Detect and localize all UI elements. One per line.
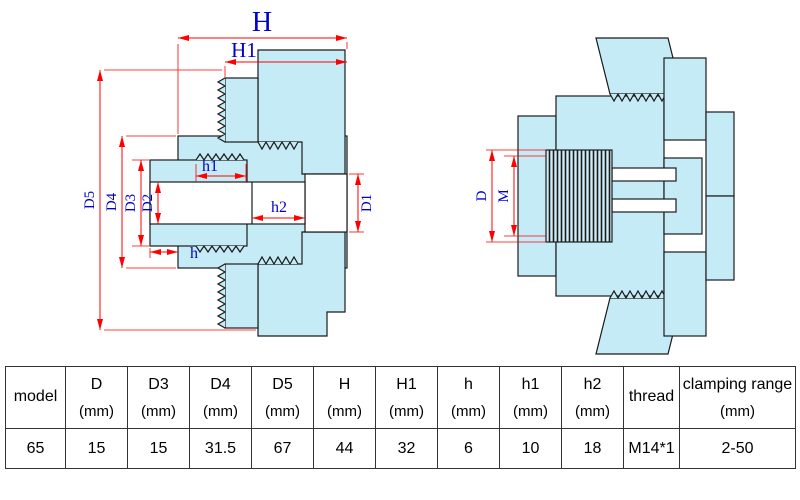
col-label-clamping-range: clamping range [682,376,793,394]
dim-label-D3: D3 [123,194,139,212]
bottom-master-jaw [224,263,259,329]
sleeve-thread-bottom [195,244,245,254]
spec-value-model: 65 [5,428,66,469]
top-right-step [663,57,707,141]
spec-value-H: 44 [313,428,376,469]
col-header-model: model [5,366,66,429]
col-header-H: H (mm) [313,366,376,429]
col-label-thread: thread [628,388,675,406]
right-view-section: D M [474,37,735,355]
spec-value-h1: 10 [499,428,562,469]
right-outer-bottom [705,195,735,281]
col-unit-clamping-range: (mm) [720,402,755,420]
dim-label-M: M [496,189,512,202]
spec-value-thread: M14*1 [623,428,680,469]
col-unit-H: (mm) [327,402,362,420]
col-unit-H1: (mm) [389,402,424,420]
right-outer-top [705,111,735,197]
dim-label-H: H [252,7,272,38]
dimension-lines-right [486,149,546,243]
col-label-D3: D3 [148,376,169,394]
col-header-D5: D5 (mm) [251,366,314,429]
dim-label-D2: D2 [140,194,156,212]
dimension-lines-left [97,35,364,331]
bottom-right-step [663,251,707,337]
col-label-h1: h1 [521,376,540,394]
spec-table: model D (mm) D3 (mm) D4 (mm) D5 (mm) H (… [5,366,796,469]
front-recess [304,173,348,233]
col-header-h: h (mm) [437,366,500,429]
col-unit-D: (mm) [79,402,114,420]
col-unit-D5: (mm) [265,402,300,420]
value-row: 65 15 15 31.5 67 44 32 6 10 18 M14*1 2-5… [5,428,796,469]
col-unit-h2: (mm) [575,402,610,420]
col-unit-h: (mm) [451,402,486,420]
chuck-body-right [517,37,735,355]
chuck-body-section [149,49,348,337]
spec-value-D: 15 [65,428,128,469]
col-unit-D3: (mm) [141,402,176,420]
dim-label-D5: D5 [82,191,98,209]
col-header-h2: h2 (mm) [561,366,624,429]
technical-drawing: H H1 D5 D4 D3 D2 D1 h1 h2 h [82,7,735,355]
col-label-model: model [13,388,58,406]
top-master-jaw-teeth [216,77,227,143]
spec-value-D3: 15 [127,428,190,469]
dim-label-D4: D4 [104,192,120,211]
col-label-h2: h2 [583,376,602,394]
col-unit-h1: (mm) [513,402,548,420]
col-header-clamping-range: clamping range (mm) [679,366,796,429]
col-unit-D4: (mm) [203,402,238,420]
col-header-H1: H1 (mm) [375,366,438,429]
spec-value-h: 6 [437,428,500,469]
col-header-D: D (mm) [65,366,128,429]
top-master-jaw [224,77,259,143]
bottom-master-jaw-teeth [216,263,227,329]
threaded-bore [545,149,613,243]
col-header-thread: thread [623,366,680,429]
col-label-H1: H1 [396,376,417,394]
spec-value-clamping-range: 2-50 [679,428,796,469]
col-label-D: D [90,376,103,394]
dim-label-D: D [474,190,490,201]
col-label-D4: D4 [210,376,231,394]
col-label-h: h [464,376,473,394]
left-view-section: H H1 D5 D4 D3 D2 D1 h1 h2 h [82,7,375,337]
col-label-D5: D5 [272,376,293,394]
dimension-labels-right: D M [474,189,512,202]
col-header-h1: h1 (mm) [499,366,562,429]
spec-value-h2: 18 [561,428,624,469]
header-row: model D (mm) D3 (mm) D4 (mm) D5 (mm) H (… [5,366,796,429]
dim-label-H1: H1 [231,38,257,62]
spec-value-H1: 32 [375,428,438,469]
col-header-D3: D3 (mm) [127,366,190,429]
guide-slot-bottom [611,198,677,213]
bottom-jaw-serration [257,255,299,266]
spec-value-D4: 31.5 [189,428,252,469]
dim-label-h: h [190,245,198,262]
col-label-H: H [338,376,351,394]
top-jaw-serration [257,140,299,151]
dim-label-D1: D1 [359,194,375,212]
guide-slot-top [611,167,677,182]
dim-label-h1: h1 [202,158,218,175]
sleeve-thread-top [195,152,245,162]
spec-value-D5: 67 [251,428,314,469]
col-header-D4: D4 (mm) [189,366,252,429]
dim-label-h2: h2 [271,199,287,216]
dimension-labels-left: H H1 D5 D4 D3 D2 D1 h1 h2 h [82,7,375,262]
